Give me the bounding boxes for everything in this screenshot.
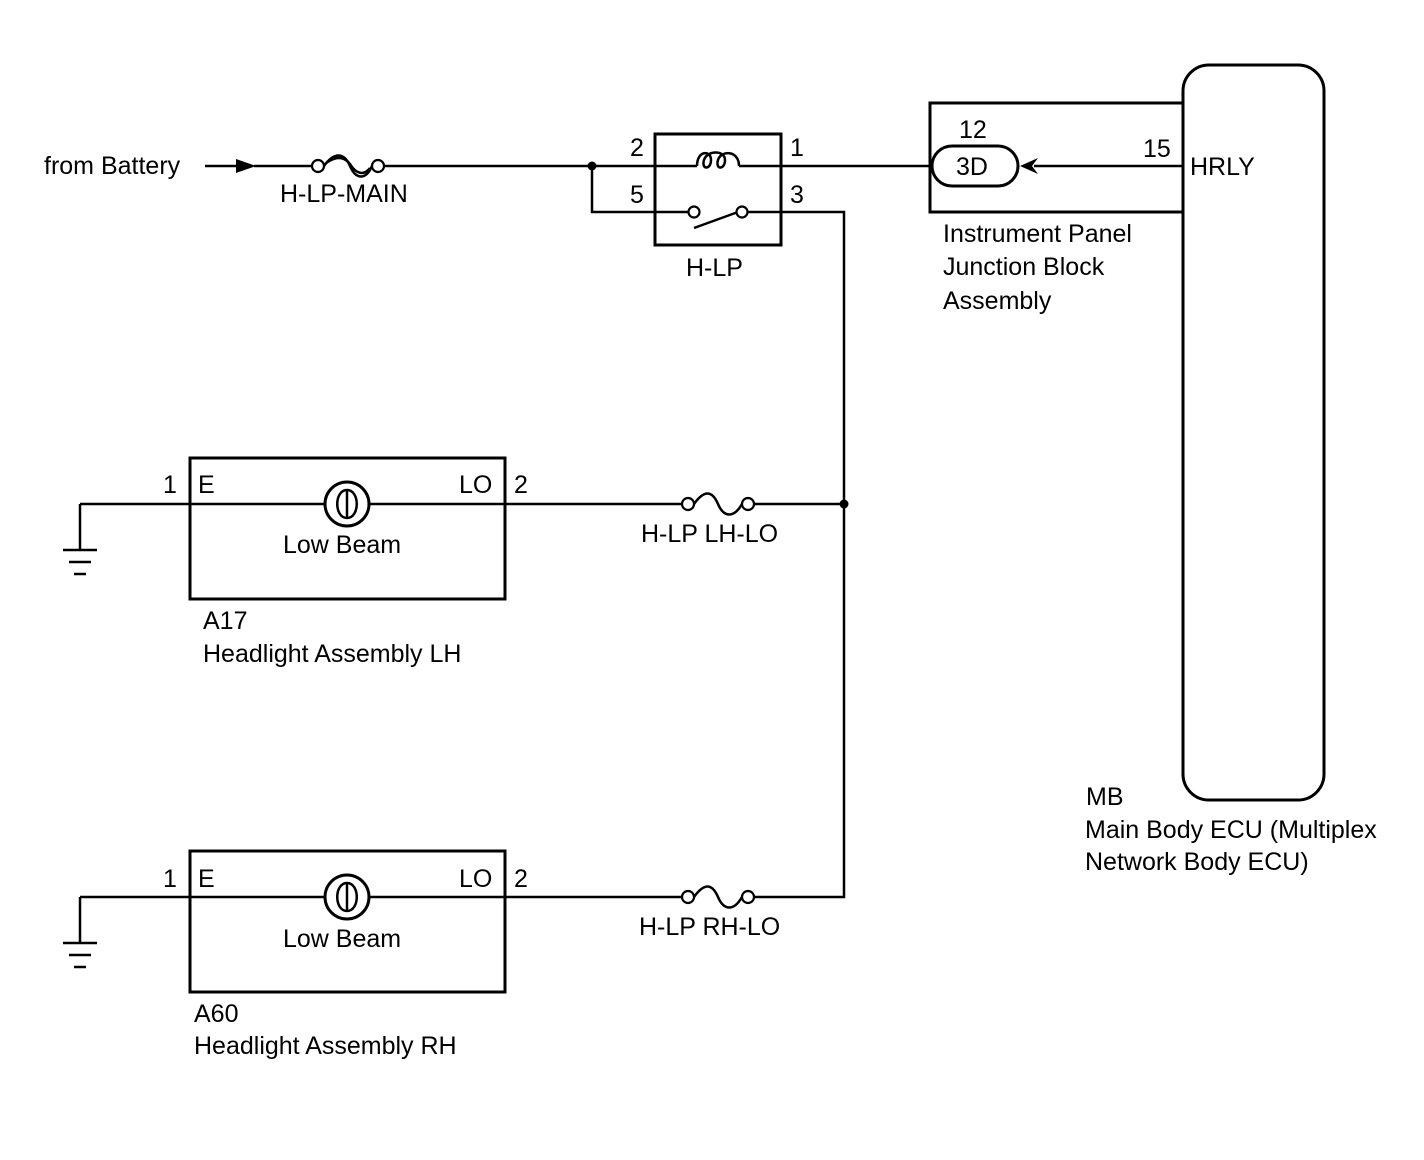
lh-bulb-label: Low Beam	[283, 531, 401, 559]
jb-connector-3d	[930, 144, 1020, 188]
ecu-pin-15: 15	[1143, 135, 1171, 163]
rh-label-lo: LO	[459, 865, 492, 893]
rh-pin-e: 1	[163, 865, 177, 893]
fuse-h-lp-lh-lo	[680, 492, 756, 516]
lh-name: Headlight Assembly LH	[203, 640, 461, 668]
relay-h-lp	[653, 132, 783, 247]
lh-label-e: E	[198, 471, 215, 499]
jb-name-line-2: Junction Block	[943, 253, 1105, 281]
relay-pin-2: 2	[630, 134, 644, 162]
jb-name-line-1: Instrument Panel	[943, 220, 1132, 248]
ecu-name-line-2: Network Body ECU)	[1085, 848, 1309, 876]
rh-name: Headlight Assembly RH	[194, 1032, 457, 1060]
rh-bulb-label: Low Beam	[283, 925, 401, 953]
from-battery-label: from Battery	[44, 152, 181, 180]
low-beam-lh-bulb-icon	[323, 480, 371, 528]
junction-block	[928, 101, 1183, 214]
ecu-code: MB	[1086, 783, 1124, 811]
relay-label: H-LP	[686, 254, 743, 282]
relay-switch-feed-wire	[590, 166, 655, 214]
ground-rh-icon	[63, 941, 97, 969]
jb-pin-12: 12	[959, 116, 987, 144]
rh-label-e: E	[198, 865, 215, 893]
rh-pin-lo: 2	[514, 865, 528, 893]
low-beam-rh-bulb-icon	[323, 873, 371, 921]
fuse-h-lp-rh-lo-label: H-LP RH-LO	[639, 913, 780, 941]
headlight-lh	[63, 456, 682, 601]
jb-connector-arrow-icon	[1020, 158, 1038, 174]
relay-output-bus-wire	[750, 210, 846, 899]
jb-name-line-3: Assembly	[943, 287, 1052, 315]
jb-connector-label: 3D	[956, 153, 988, 181]
ecu-terminal-hrly: HRLY	[1190, 153, 1255, 181]
relay-switch-blade-icon	[693, 210, 739, 230]
lh-pin-e: 1	[163, 471, 177, 499]
lh-code: A17	[203, 607, 247, 635]
lh-label-lo: LO	[459, 471, 492, 499]
lh-pin-lo: 2	[514, 471, 528, 499]
battery-arrow-icon	[236, 159, 256, 173]
fuse-h-lp-lh-lo-label: H-LP LH-LO	[641, 520, 778, 548]
headlight-rh	[63, 849, 682, 994]
relay-switch-contact-icon	[687, 205, 701, 219]
ecu-name-line-1: Main Body ECU (Multiplex	[1085, 816, 1377, 844]
fuse-h-lp-rh-lo	[680, 885, 756, 909]
fuse-h-lp-main-label: H-LP-MAIN	[280, 180, 408, 208]
ground-lh-icon	[63, 548, 97, 576]
relay-pin-5: 5	[630, 181, 644, 209]
fuse-h-lp-main	[310, 154, 386, 178]
main-body-ecu	[1181, 63, 1326, 802]
relay-pin-3: 3	[790, 181, 804, 209]
relay-coil-icon	[695, 151, 741, 169]
rh-code: A60	[194, 1000, 238, 1028]
relay-pin-1: 1	[790, 134, 804, 162]
